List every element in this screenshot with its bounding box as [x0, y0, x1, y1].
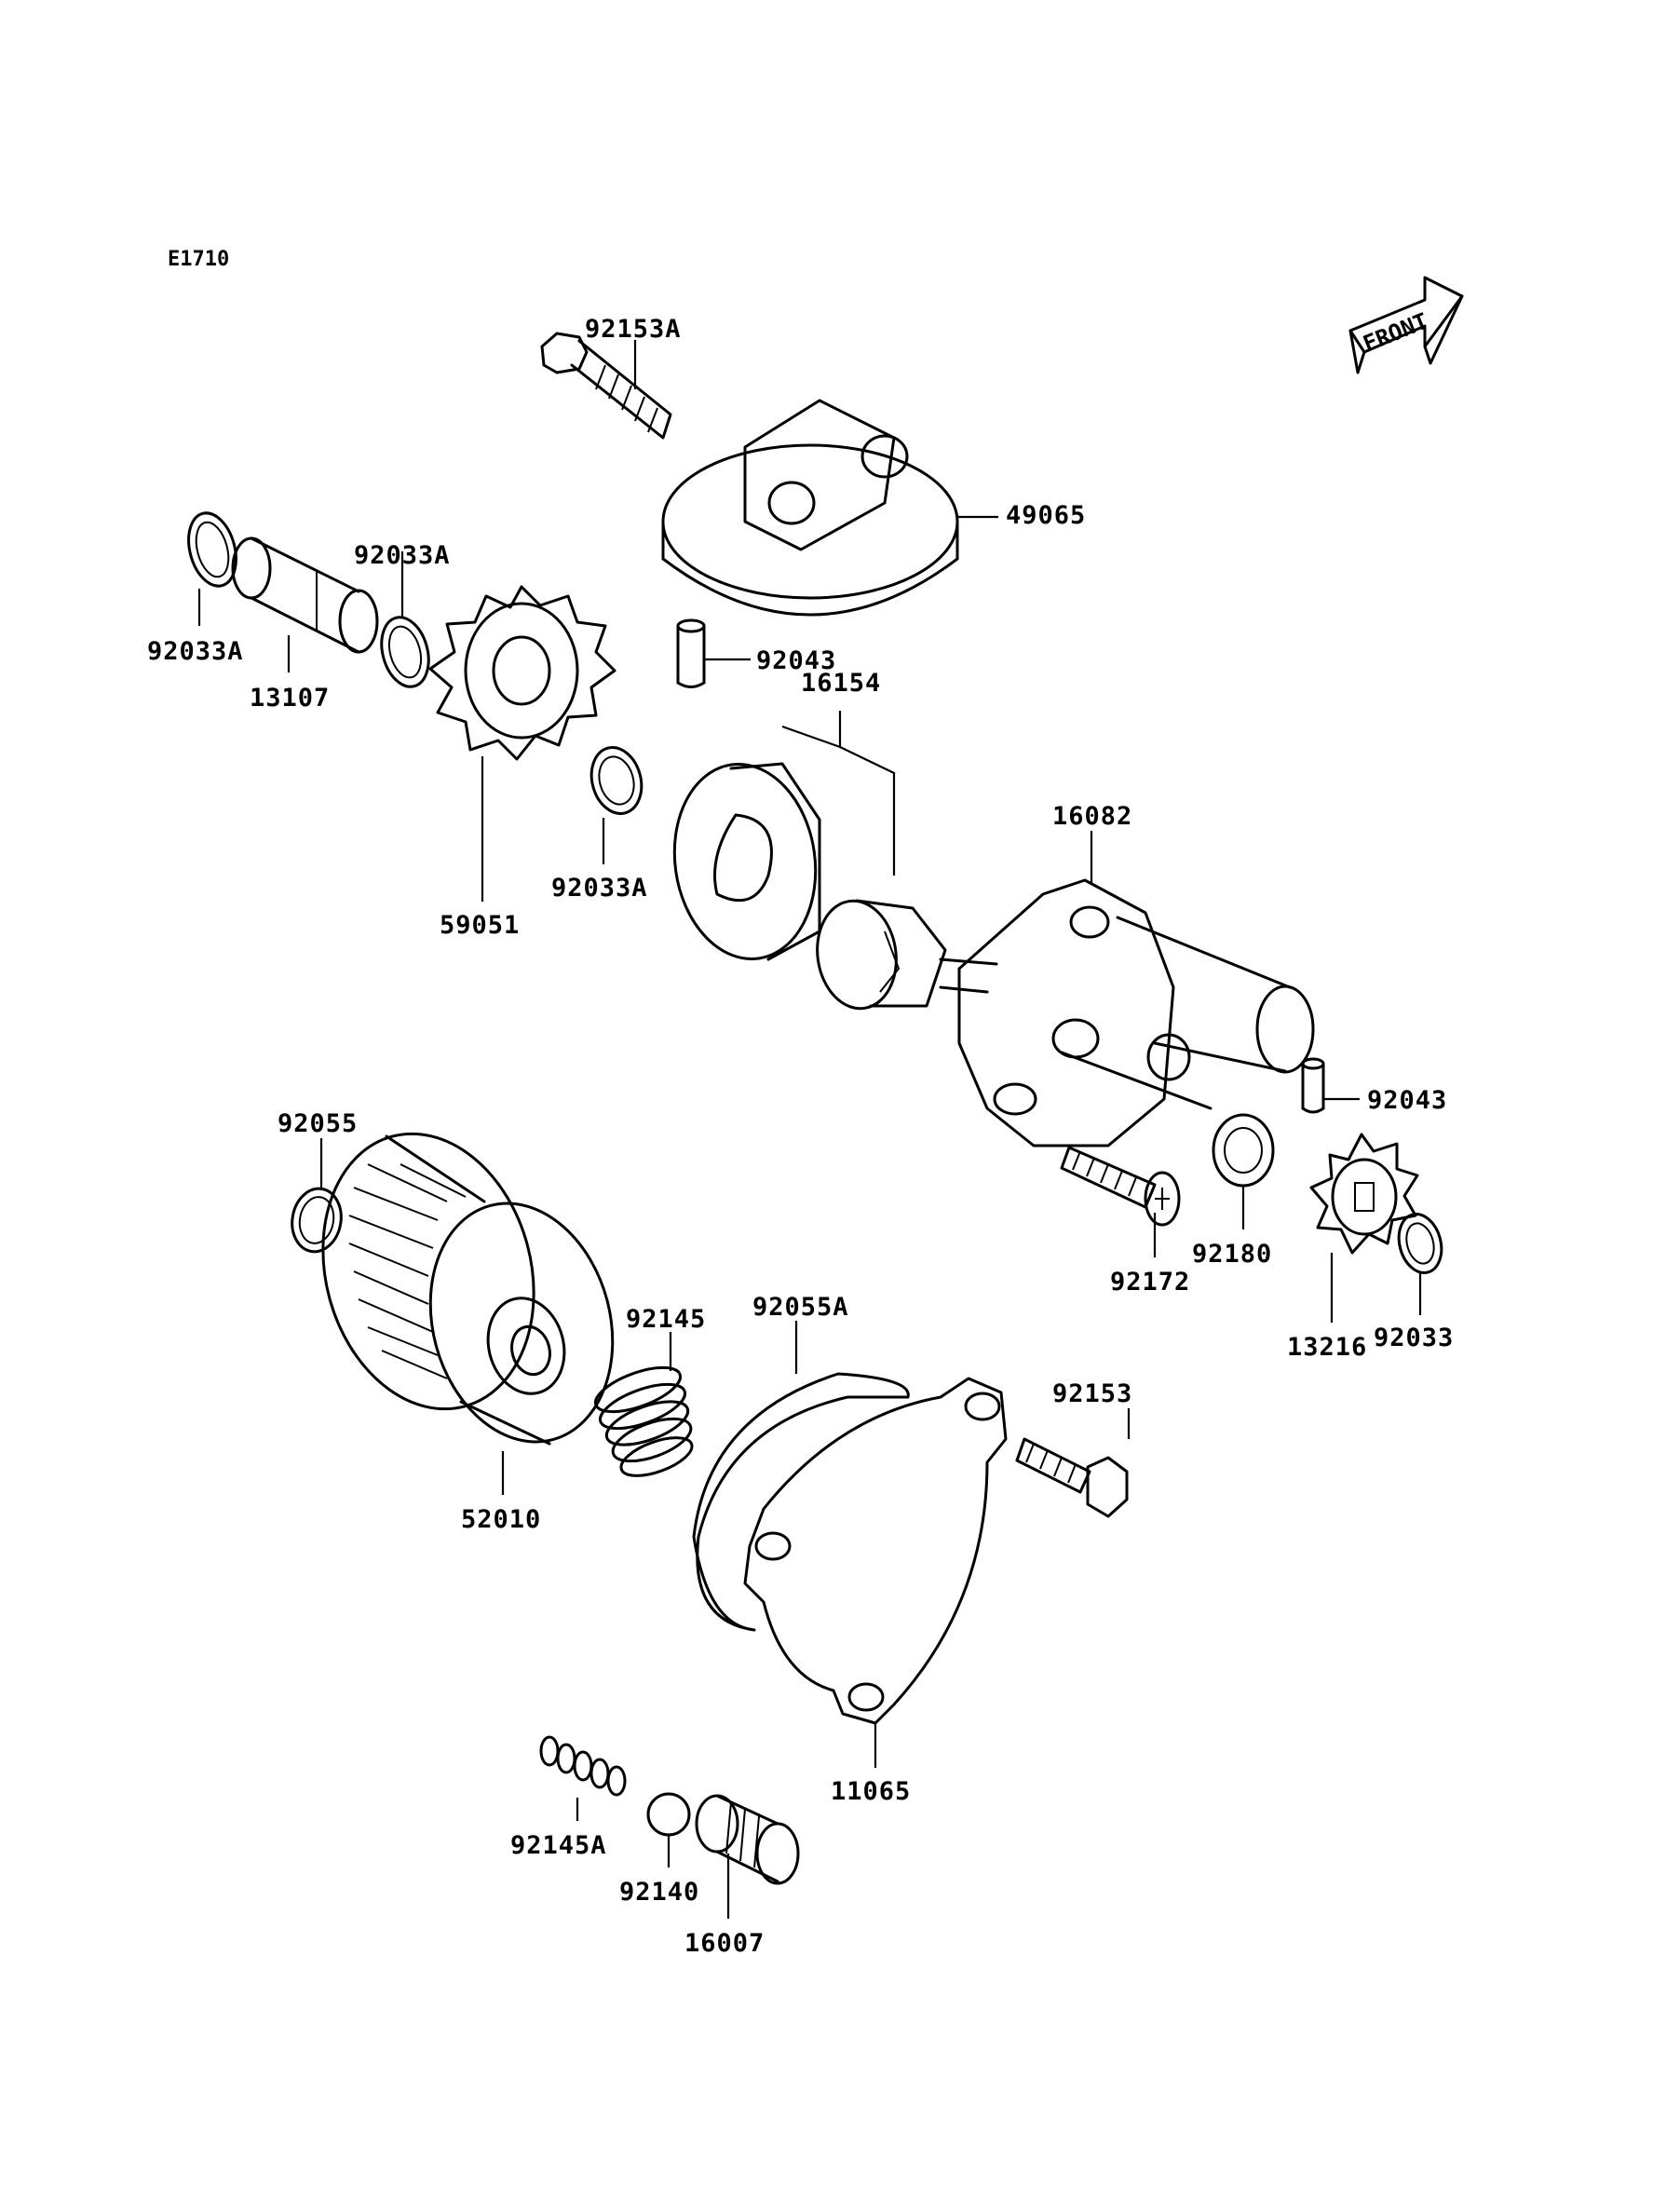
leader-lines — [197, 340, 1422, 1919]
part-label-92043-a: 92043 — [756, 646, 836, 675]
ball-92140-drawing — [646, 1792, 691, 1837]
part-label-11065: 11065 — [831, 1777, 911, 1806]
part-label-92043-b: 92043 — [1367, 1086, 1447, 1115]
part-label-92153: 92153 — [1052, 1379, 1132, 1408]
front-label: FRONT — [1360, 308, 1431, 358]
part-label-92140: 92140 — [619, 1878, 699, 1907]
part-label-52010: 52010 — [461, 1505, 541, 1534]
part-label-16007: 16007 — [684, 1929, 765, 1958]
part-label-92033A-a: 92033A — [147, 637, 244, 666]
gasket-92055A-drawing — [692, 1372, 910, 1632]
plug-16007-drawing — [695, 1794, 800, 1885]
gear-59051-drawing — [428, 585, 616, 761]
washer-92180-drawing — [1212, 1113, 1275, 1188]
part-label-92145: 92145 — [626, 1305, 706, 1334]
part-label-92033A-b: 92033A — [354, 541, 451, 570]
part-label-16082: 16082 — [1052, 802, 1132, 831]
part-label-59051: 59051 — [440, 911, 520, 940]
part-label-92172: 92172 — [1110, 1268, 1190, 1297]
o-ring-92055-drawing — [291, 1187, 343, 1254]
part-label-16154: 16154 — [801, 669, 881, 698]
filter-cap-49065-drawing — [661, 399, 959, 617]
part-label-49065: 49065 — [1006, 501, 1086, 530]
pin-92043-a-drawing — [676, 618, 706, 688]
cover-11065-drawing — [743, 1377, 1008, 1725]
front-arrow-icon: FRONT — [1348, 276, 1464, 374]
circlip-92033A-b-drawing — [380, 616, 430, 688]
part-label-13216: 13216 — [1287, 1333, 1367, 1362]
pump-body-16082-drawing — [939, 878, 1315, 1148]
spring-92145-drawing — [593, 1365, 694, 1477]
screw-92172-drawing — [1060, 1146, 1181, 1227]
circlip-92033-drawing — [1397, 1213, 1443, 1274]
circlip-92033A-c-drawing — [589, 746, 644, 815]
part-label-92055: 92055 — [278, 1109, 358, 1138]
part-label-92033: 92033 — [1374, 1324, 1454, 1352]
part-label-13107: 13107 — [250, 684, 330, 713]
pin-92043-b-drawing — [1301, 1057, 1325, 1114]
spring-92145A-drawing — [539, 1735, 627, 1797]
bolt-92153-drawing — [1015, 1437, 1129, 1518]
part-label-92145A: 92145A — [510, 1831, 607, 1860]
part-label-92033A-c: 92033A — [551, 874, 648, 903]
part-label-92055A: 92055A — [752, 1293, 849, 1322]
bolt-92153A-drawing — [540, 332, 672, 440]
part-number-labels: 92153A 49065 92033A 13107 92033A 92043 1… — [147, 315, 1454, 1958]
rotor-set-16154-drawing — [672, 762, 947, 1011]
diagram-ref-code: E1710 — [168, 248, 229, 271]
circlip-92033A-a-drawing — [187, 511, 237, 588]
oil-filter-52010-drawing — [321, 1132, 615, 1446]
part-label-92180: 92180 — [1192, 1240, 1272, 1269]
shaft-13107-drawing — [231, 536, 379, 654]
gear-13216-drawing — [1309, 1133, 1419, 1255]
part-label-92153A: 92153A — [585, 315, 682, 344]
